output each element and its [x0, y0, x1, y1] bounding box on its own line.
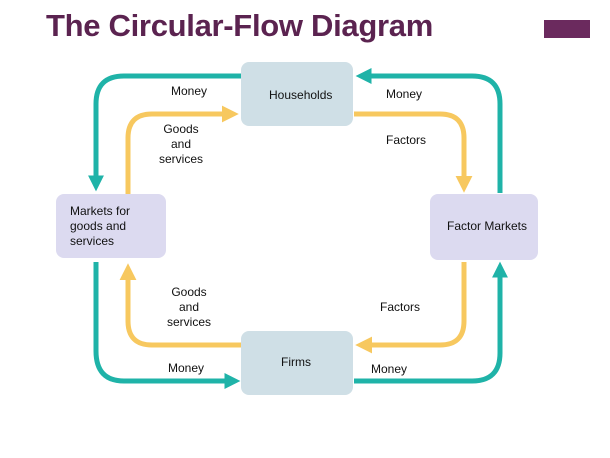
money-flow-markets-to-firms [93, 262, 241, 390]
label-money-bottom-right: Money [371, 362, 408, 376]
node-factor-markets: Factor Markets [430, 194, 538, 260]
node-households: Households [241, 62, 353, 126]
node-factor-markets-label: Factor Markets [447, 219, 528, 233]
node-households-label: Households [269, 88, 333, 102]
label-factors-top: Factors [386, 133, 427, 147]
node-firms: Firms [241, 331, 353, 395]
money-flow-households-to-markets [87, 73, 244, 192]
factor-flow-households-to-factor [354, 111, 473, 193]
money-flow-factor-to-households [355, 67, 503, 193]
node-markets-goods-services-label: Markets for goods and services [70, 204, 131, 248]
label-goods-top: Goods and services [158, 122, 203, 166]
factor-flow-factor-to-firms [355, 262, 467, 354]
label-money-bottom-left: Money [168, 361, 205, 375]
label-money-top-left: Money [171, 84, 208, 98]
money-flow-firms-to-factor [354, 261, 509, 384]
label-goods-bottom: Goods and services [166, 285, 211, 329]
accent-bar [544, 20, 590, 38]
goods-flow-markets-to-households [125, 105, 239, 194]
node-markets-goods-services: Markets for goods and services [56, 194, 166, 258]
slide-title: The Circular-Flow Diagram [46, 8, 433, 43]
label-factors-bottom: Factors [380, 300, 421, 314]
label-money-top-right: Money [386, 87, 423, 101]
node-firms-label: Firms [281, 355, 311, 369]
goods-flow-firms-to-markets [119, 263, 242, 348]
